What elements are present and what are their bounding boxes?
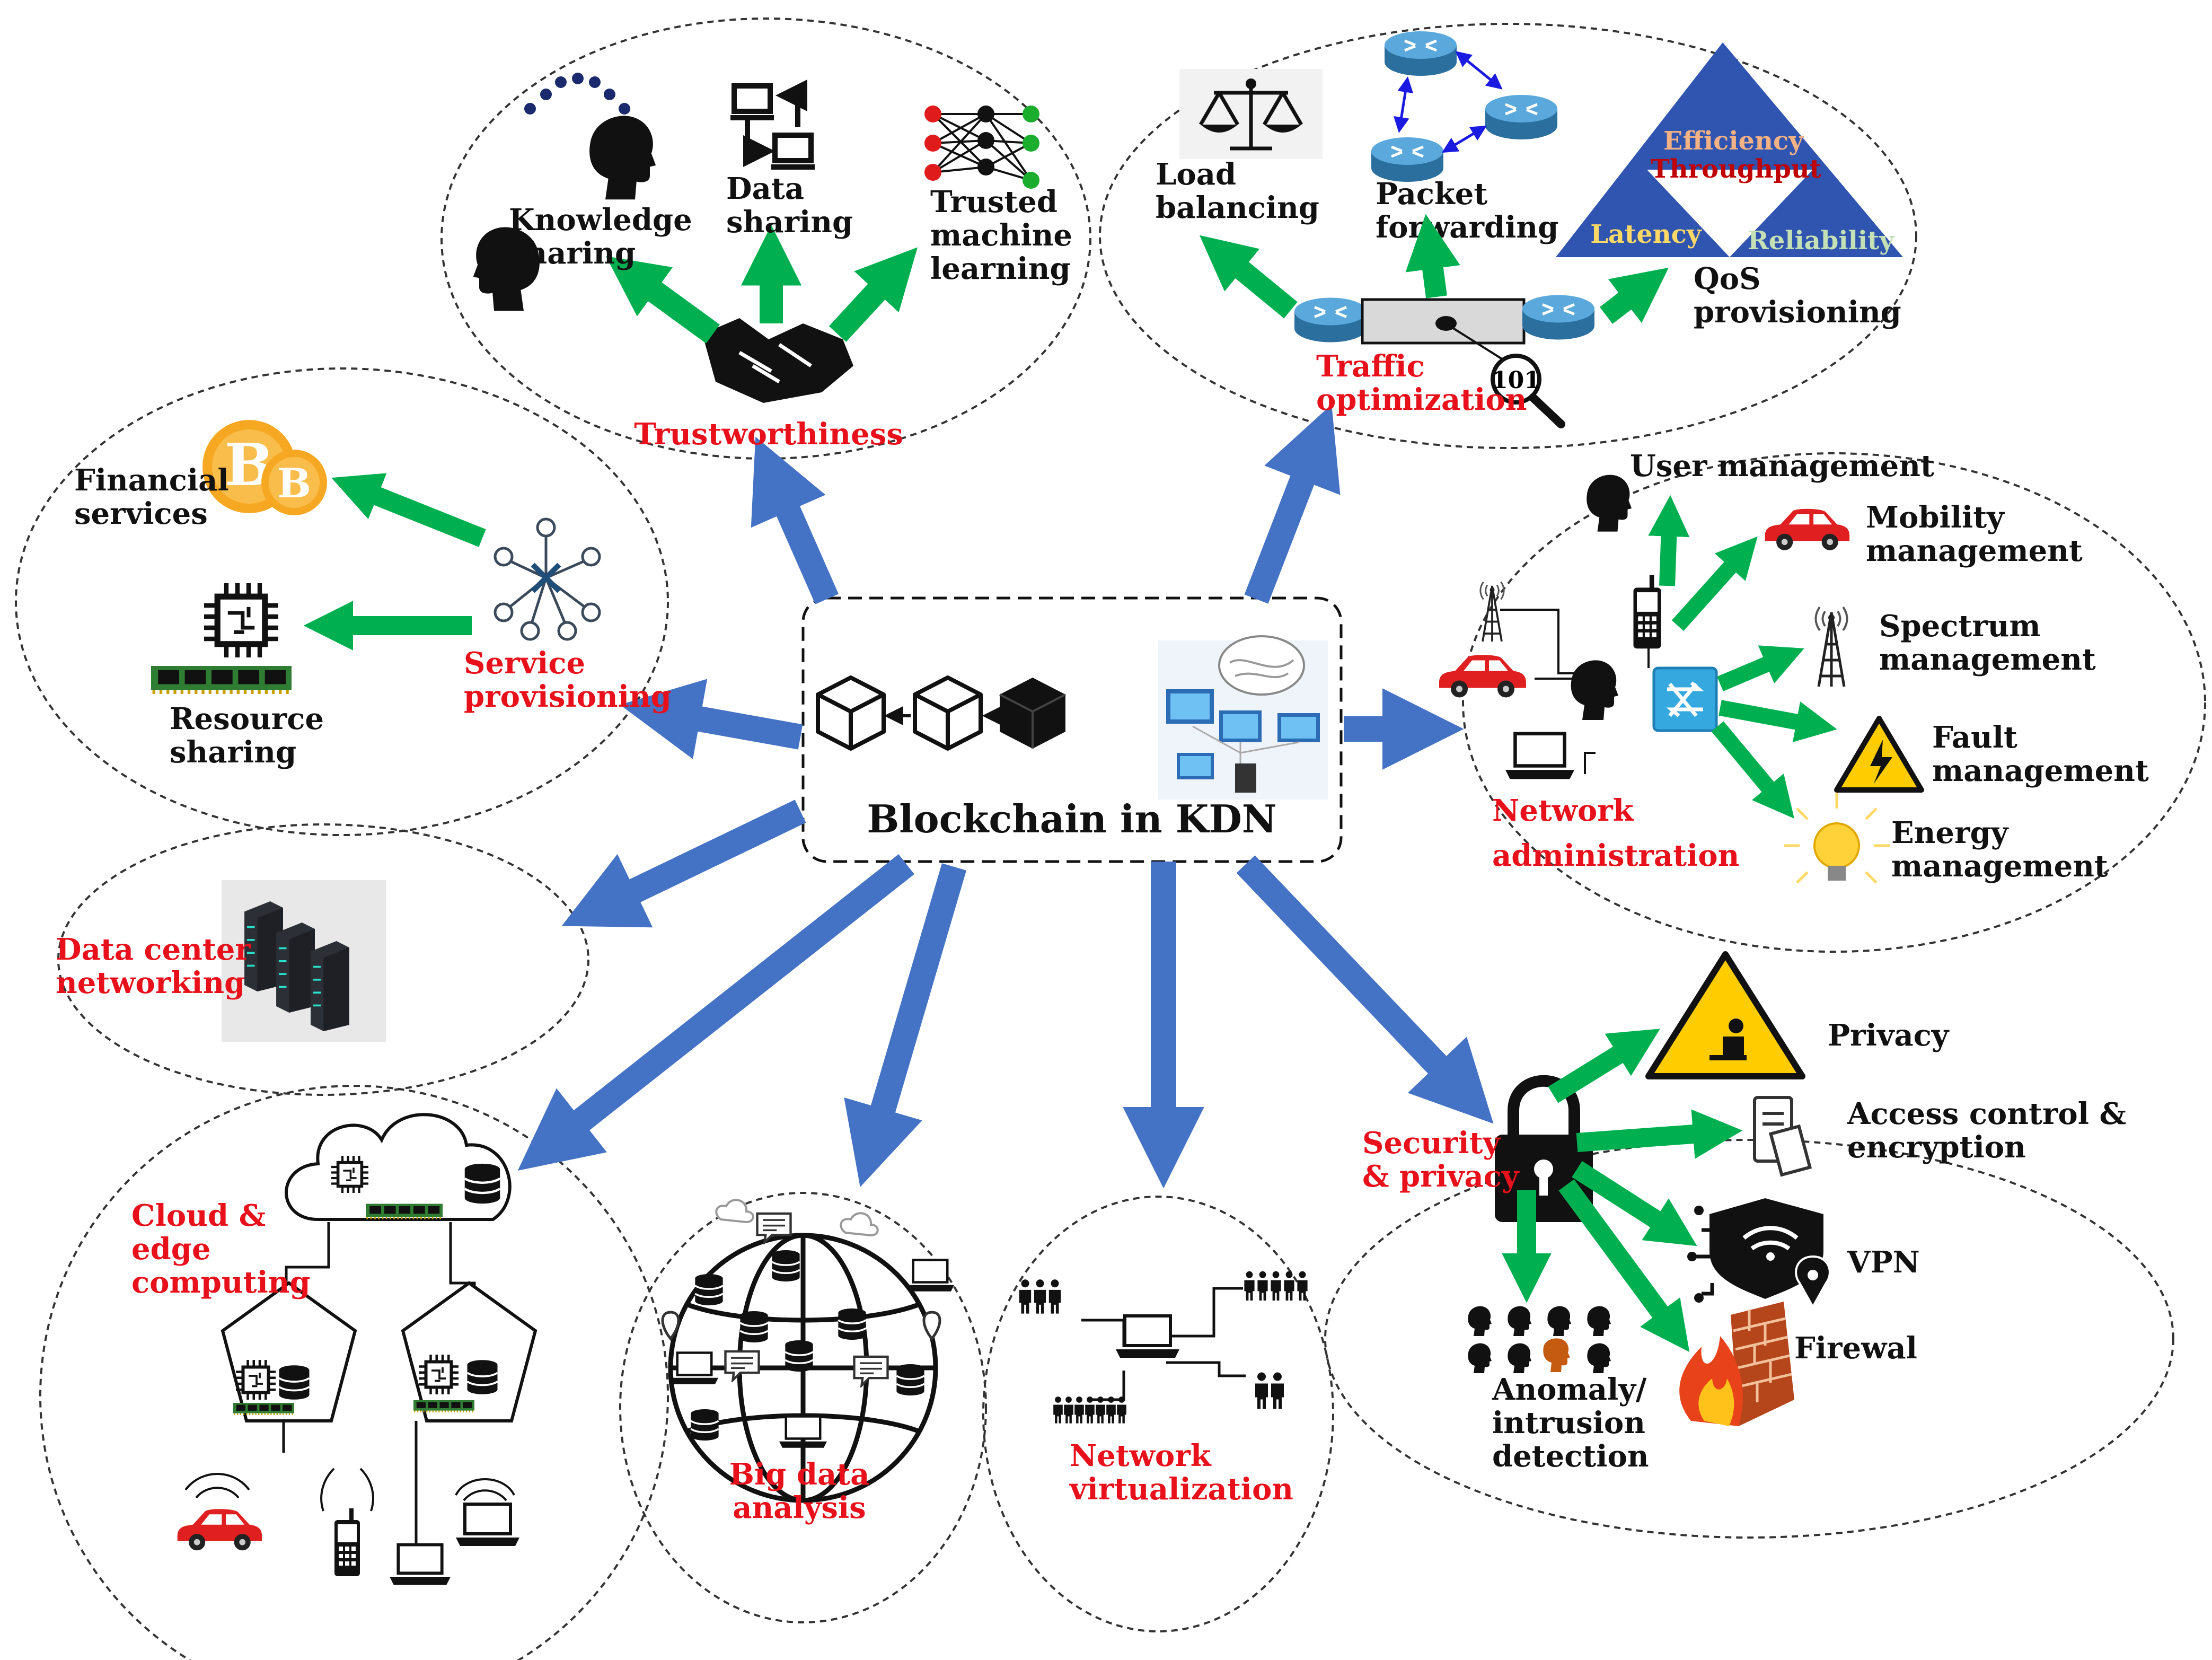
bigdata-icons bbox=[661, 1199, 954, 1448]
netadmin-switch-icon bbox=[1652, 666, 1718, 732]
service-ellipse bbox=[15, 367, 669, 836]
anomaly-heads-icon bbox=[1468, 1306, 1611, 1373]
energy-bulb-icon bbox=[1784, 793, 1890, 884]
svg-text:Efficiency: Efficiency bbox=[1663, 126, 1804, 156]
edge-node-left-icon bbox=[221, 1281, 357, 1422]
firewall-icon bbox=[1679, 1302, 1794, 1426]
svg-text:Throughput: Throughput bbox=[1651, 154, 1821, 184]
neural-network-icon bbox=[924, 106, 1039, 189]
bitcoin-icon: B B bbox=[202, 420, 327, 515]
cloud-icon bbox=[285, 1113, 512, 1221]
fault-warning-icon bbox=[1834, 716, 1924, 793]
knowledge-network-icon bbox=[1158, 635, 1328, 800]
svg-text:101: 101 bbox=[1492, 367, 1540, 394]
arrow-to-security bbox=[1236, 855, 1494, 1124]
netadmin-tower-icon bbox=[1480, 582, 1504, 642]
access-card-icon bbox=[1753, 1096, 1812, 1177]
svg-text:Latency: Latency bbox=[1590, 219, 1703, 249]
traffic-ellipse bbox=[1099, 23, 1917, 449]
arrow-to-traffic bbox=[1244, 404, 1341, 604]
center-title: Blockchain in KDN bbox=[867, 796, 1276, 841]
vpn-label: VPN bbox=[1847, 1245, 1920, 1280]
data-sharing-icon bbox=[730, 80, 815, 170]
cloud-laptop-left-icon bbox=[390, 1543, 451, 1585]
qos-triangle-icon: Efficiency Throughput Latency Reliabilit… bbox=[1556, 42, 1903, 257]
edge-node-right-icon bbox=[401, 1281, 537, 1422]
arrow-to-cloud bbox=[517, 854, 914, 1171]
security-title: Security& privacy bbox=[1362, 1126, 1520, 1194]
svg-text:Reliability: Reliability bbox=[1748, 226, 1895, 256]
cloud-car-icon bbox=[177, 1509, 262, 1551]
netadmin-laptop-icon bbox=[1505, 732, 1574, 779]
traffic-router-line-icon bbox=[1294, 295, 1594, 345]
datacenter-ellipse bbox=[57, 823, 589, 1096]
resource-chip-icon bbox=[151, 583, 292, 694]
netadmin-car-icon bbox=[1439, 655, 1526, 698]
bigdata-ellipse bbox=[619, 1192, 987, 1623]
handshake-icon bbox=[702, 318, 853, 403]
svg-text:B: B bbox=[277, 460, 311, 507]
netadmin-car-top-icon bbox=[1765, 508, 1850, 550]
packet-routers-icon bbox=[1371, 31, 1557, 182]
arrow-to-datacenter bbox=[561, 800, 806, 928]
magnifier-icon: 101 bbox=[1449, 325, 1565, 428]
netadmin-phone-icon bbox=[1633, 575, 1661, 649]
knowledge-heads-icon bbox=[473, 73, 656, 311]
firewall-label: Firewal bbox=[1794, 1331, 1917, 1366]
netvirt-laptop-icon bbox=[1116, 1314, 1179, 1358]
cloud-phone-icon bbox=[334, 1508, 360, 1576]
spectrum-tower-icon bbox=[1816, 607, 1847, 687]
cloud-ellipse bbox=[39, 1085, 669, 1660]
access-control-label: Access control &encryption bbox=[1847, 1096, 2126, 1165]
arrow-to-bigdata bbox=[844, 863, 967, 1187]
cloud-connections bbox=[282, 1222, 476, 1571]
netadmin-user-head-icon bbox=[1571, 660, 1618, 720]
blockchain-cubes-icon bbox=[818, 678, 1066, 749]
privacy-label: Privacy bbox=[1828, 1018, 1950, 1053]
netvirt-people-icons bbox=[1019, 1271, 1308, 1424]
scale-icon bbox=[1179, 69, 1323, 159]
vpn-shield-icon bbox=[1687, 1198, 1831, 1310]
netadmin-connections bbox=[1500, 609, 1670, 774]
arrow-to-trust bbox=[751, 436, 839, 604]
trust-title: Trustworthiness bbox=[634, 417, 903, 452]
arrow-to-service bbox=[620, 679, 803, 759]
trust-ellipse bbox=[440, 17, 1091, 460]
user-management-label: User management bbox=[1630, 449, 1934, 484]
server-racks-icon bbox=[222, 880, 386, 1042]
privacy-warning-icon bbox=[1645, 951, 1805, 1079]
cloud-laptop-right-icon bbox=[456, 1503, 519, 1546]
service-hub-icon bbox=[493, 517, 601, 641]
security-ellipse bbox=[1324, 1139, 2174, 1539]
netvirt-ellipse bbox=[982, 1196, 1334, 1632]
netadmin-head-icon bbox=[1587, 475, 1632, 532]
